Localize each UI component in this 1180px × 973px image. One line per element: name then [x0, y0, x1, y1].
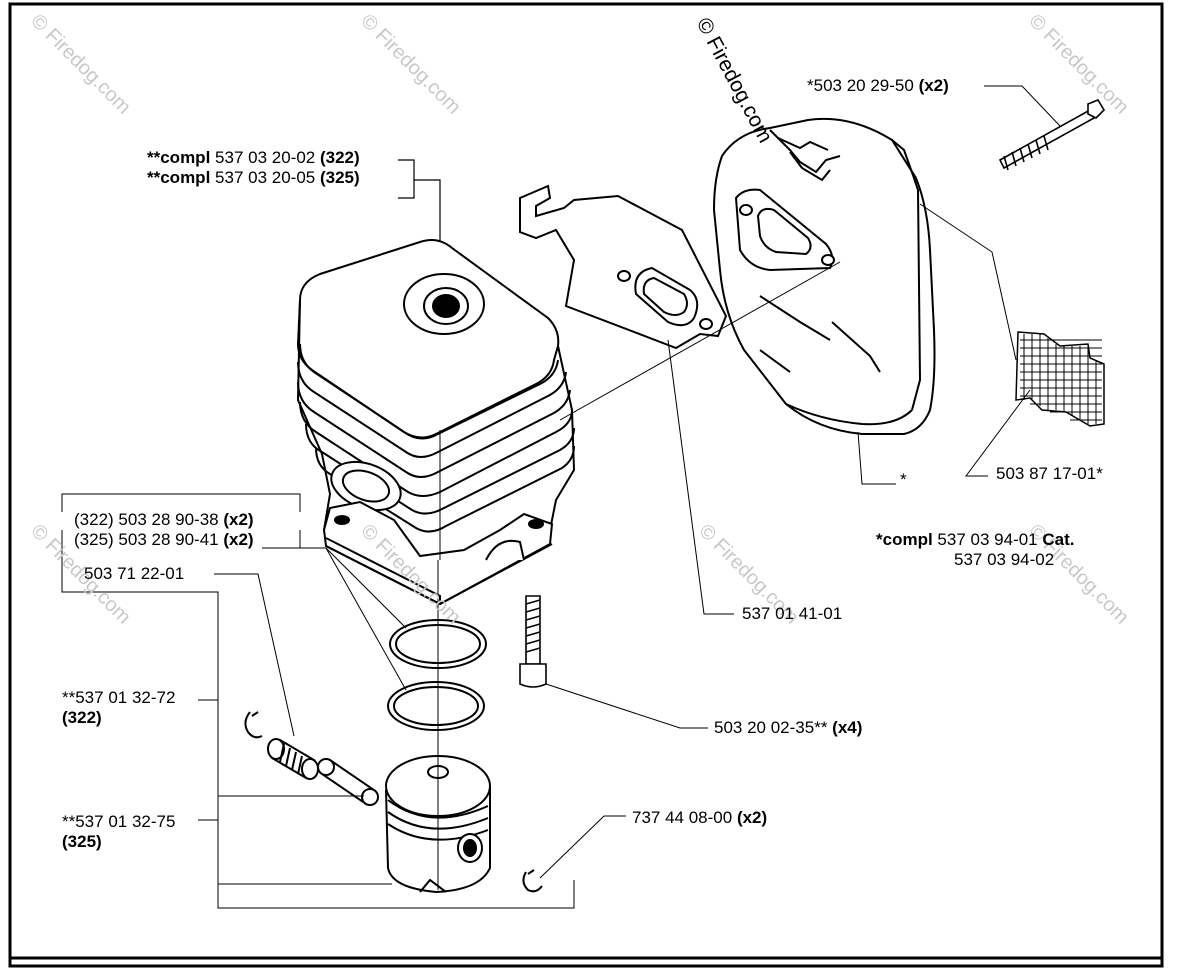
needle-bearing	[267, 738, 319, 780]
muffler-bolt	[998, 99, 1106, 171]
heat-shield	[519, 184, 728, 350]
piston-pin	[317, 758, 379, 806]
piston-rings	[387, 619, 487, 731]
piston-label-325-suffix: (325)	[62, 832, 102, 851]
piston-label-325: **537 01 32-75	[62, 812, 176, 831]
cylinder	[296, 239, 576, 606]
cylinder-screw-label: 503 20 02-35** (x4)	[714, 718, 863, 737]
spark-arrestor-screen	[1015, 331, 1105, 427]
muffler-bolt-label: *503 20 29-50 (x2)	[807, 76, 949, 95]
cylinder-screw	[519, 595, 547, 688]
muffler-compl-label: *compl 537 03 94-01 Cat.	[876, 530, 1075, 549]
circlip-right	[522, 869, 543, 893]
muffler	[712, 117, 936, 435]
cylinder-label-bracket	[398, 159, 441, 262]
muffler-star-label: *	[900, 470, 907, 489]
piston-label-322-suffix: (322)	[62, 708, 102, 727]
gasket-label: 537 01 41-01	[742, 604, 843, 623]
muffler-compl-label-2: 537 03 94-02	[954, 550, 1055, 569]
diagram-border	[8, 2, 1164, 968]
piston-label-322: **537 01 32-72	[62, 688, 176, 707]
circlip-left	[244, 711, 263, 739]
bearing-label: 503 71 22-01	[84, 564, 185, 583]
ring-label-322: (322) 503 28 90-38 (x2)	[74, 510, 254, 529]
circlip-label: 737 44 08-00 (x2)	[632, 808, 768, 827]
cylinder-label-322: **compl 537 03 20-02 (322)	[147, 148, 360, 167]
screen-label: 503 87 17-01*	[996, 464, 1103, 483]
cylinder-label-325: **compl 537 03 20-05 (325)	[147, 168, 360, 187]
ring-label-325: (325) 503 28 90-41 (x2)	[74, 530, 254, 549]
